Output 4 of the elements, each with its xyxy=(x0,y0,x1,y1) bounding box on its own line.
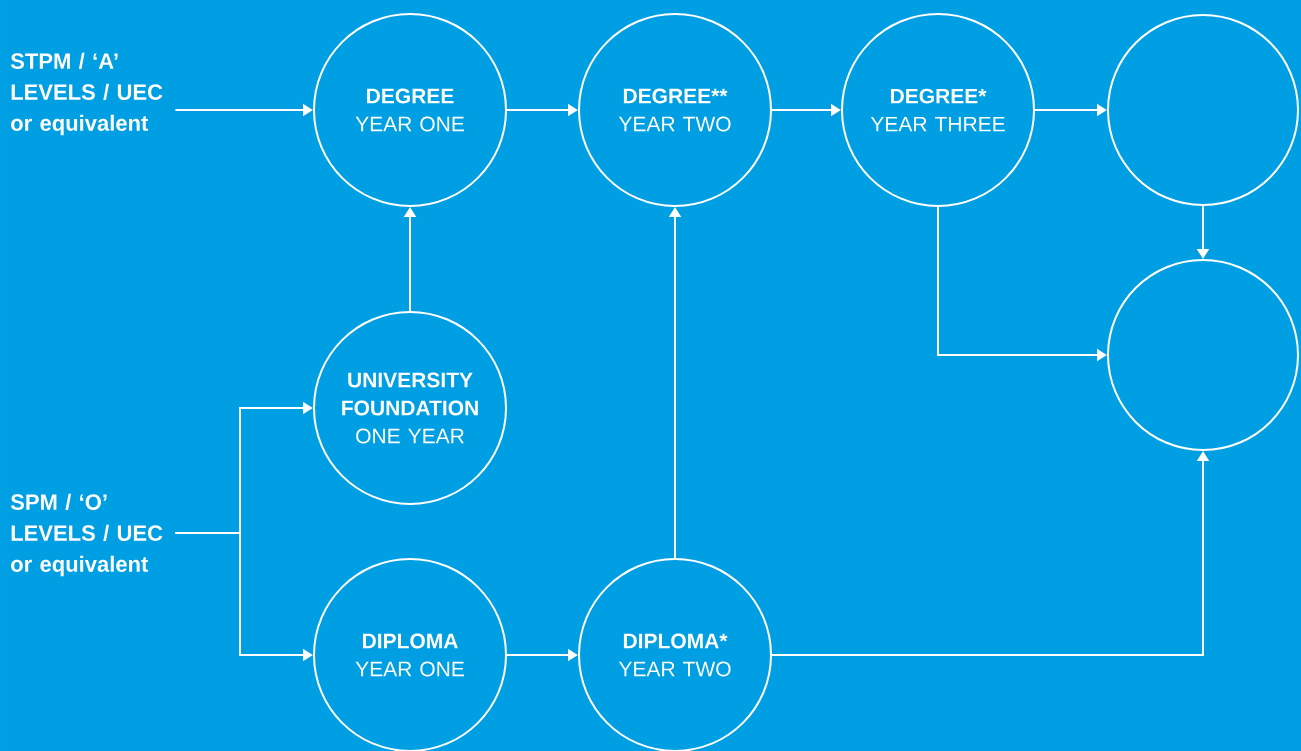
empty-circle xyxy=(1107,259,1299,451)
entry-label: SPM / ‘O’ LEVELS / UEC or equivalent xyxy=(10,493,163,577)
entry-label: STPM / ‘A’ LEVELS / UEC or equivalent xyxy=(10,52,163,136)
empty-circle xyxy=(1107,14,1299,206)
